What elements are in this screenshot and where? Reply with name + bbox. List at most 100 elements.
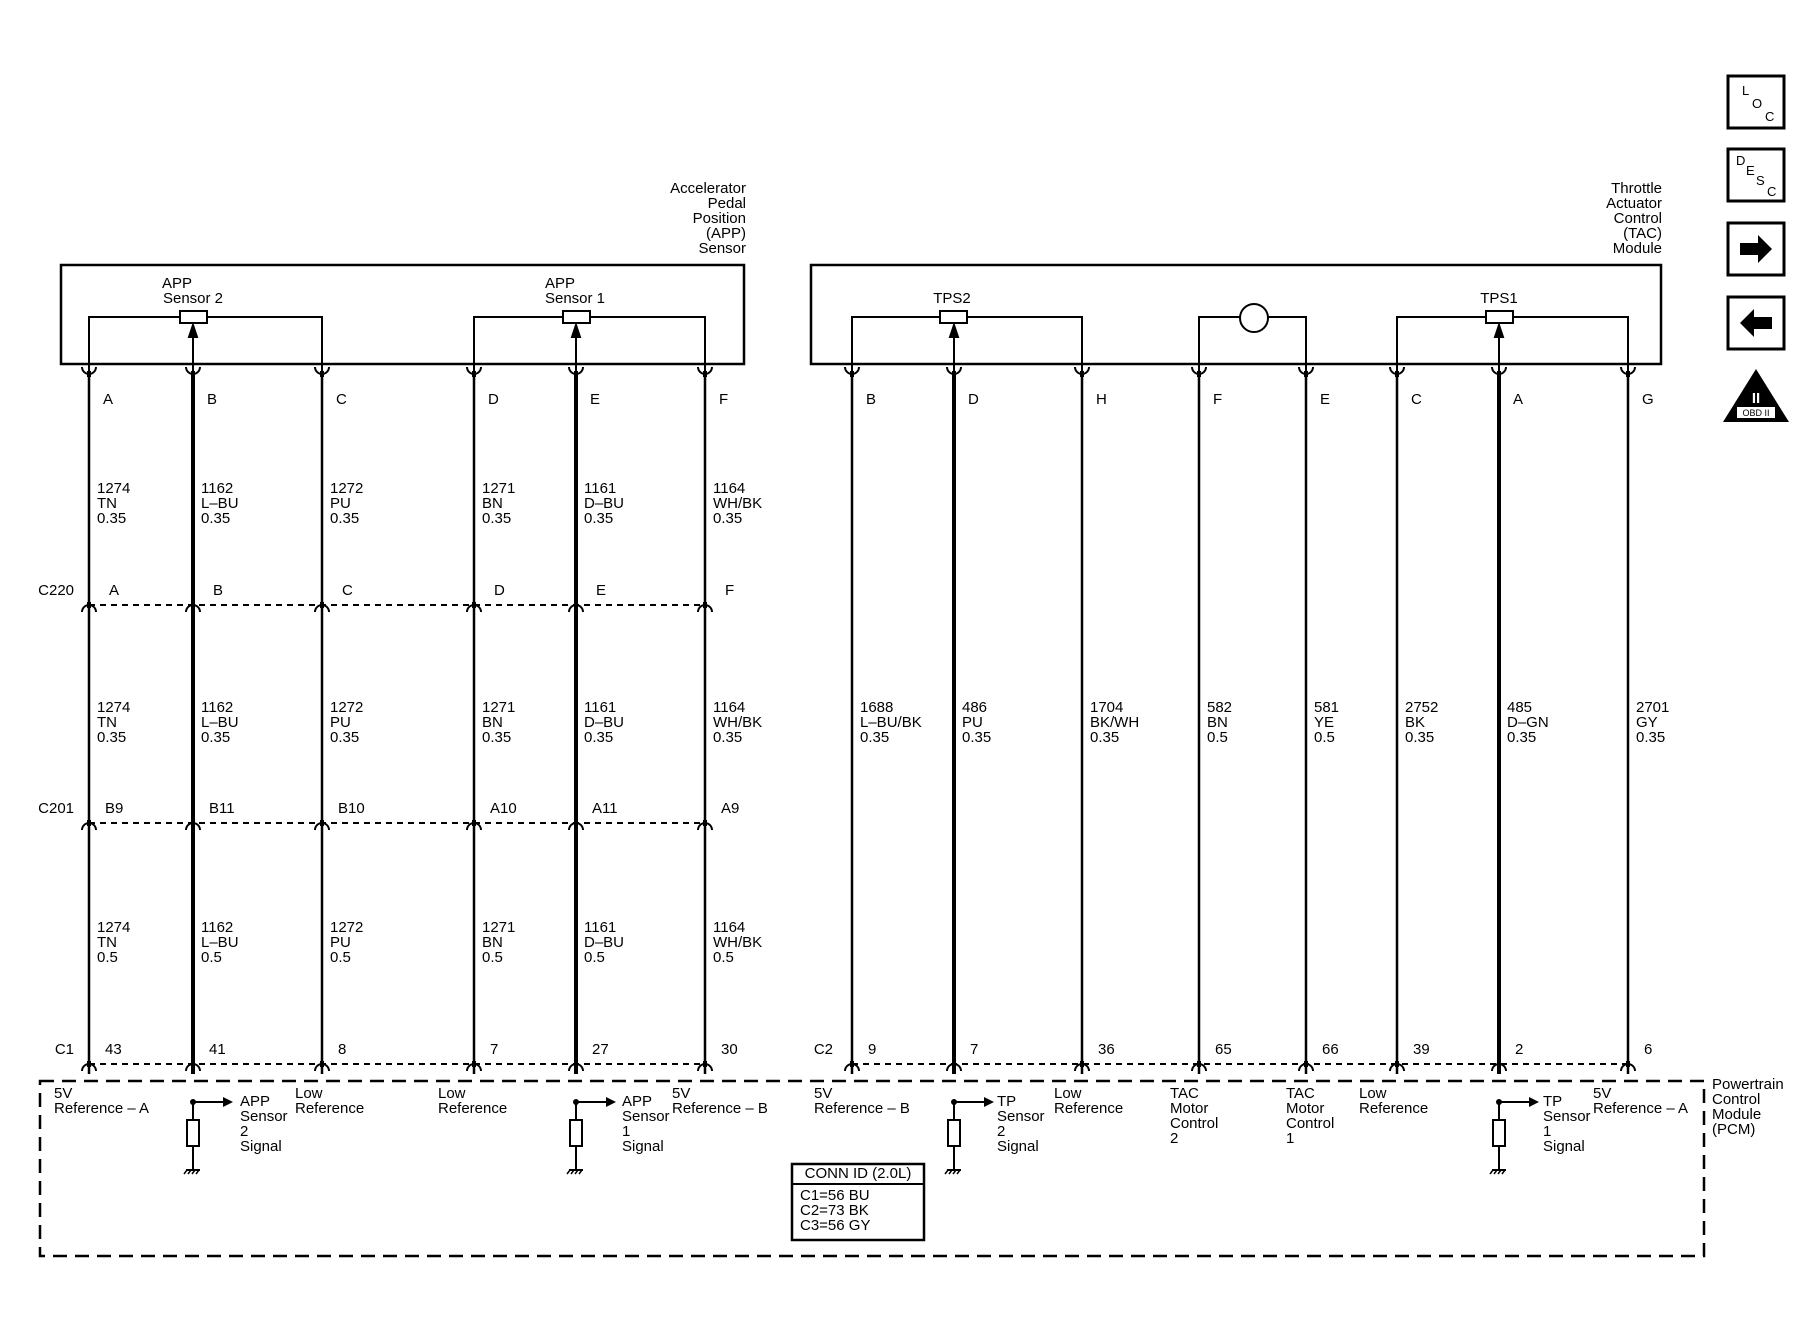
pcm-signal-label: Signal <box>1543 1138 1585 1155</box>
wire3-circuit-number: 1271 <box>482 919 515 936</box>
c1-pin-label: 41 <box>209 1041 226 1058</box>
app-sensor-title-line: Pedal <box>708 195 746 212</box>
ground-icon <box>1501 1169 1506 1175</box>
c201-pin-label: A11 <box>592 800 618 817</box>
wire-gauge: 0.35 <box>962 729 991 746</box>
signal-arrow-icon <box>606 1097 616 1107</box>
desc-button-letter: C <box>1767 184 1776 199</box>
wire2-color: WH/BK <box>713 714 762 731</box>
wire2-circuit-number: 1271 <box>482 699 515 716</box>
pcm-circuit-label: TAC <box>1286 1085 1315 1102</box>
wire-color: GY <box>1636 714 1658 731</box>
component-pin-label: B <box>207 391 217 408</box>
pullup-resistor <box>569 1119 583 1147</box>
c220-pin-label: E <box>596 582 606 599</box>
pcm-circuit-label: Reference – B <box>672 1100 768 1117</box>
ground-icon <box>566 1169 571 1175</box>
wire1-gauge: 0.35 <box>330 510 359 527</box>
wire2-circuit-number: 1164 <box>713 699 745 716</box>
wire2-gauge: 0.35 <box>330 729 359 746</box>
loc-button[interactable]: L O C <box>1726 74 1786 130</box>
component-pin-label: D <box>488 391 499 408</box>
prev-button[interactable] <box>1726 295 1786 351</box>
pcm-box <box>38 1079 1706 1258</box>
right-arrow-icon <box>1740 235 1772 263</box>
wire-circuit-number: 1688 <box>860 699 893 716</box>
app-sensor-title-line: Sensor <box>698 240 746 257</box>
wire2-color: D–BU <box>584 714 624 731</box>
pcm-signal-label: Sensor <box>1543 1108 1591 1125</box>
pcm-circuit-label: TAC <box>1170 1085 1199 1102</box>
conn-id-frame <box>790 1162 926 1242</box>
signal-arrow-icon <box>1529 1097 1539 1107</box>
wire3-circuit-number: 1162 <box>201 919 233 936</box>
pcm-signal-label: Signal <box>997 1138 1039 1155</box>
pcm-title-line: Powertrain <box>1712 1076 1784 1093</box>
pcm-signal-label: Sensor <box>997 1108 1045 1125</box>
pcm-signal-label: APP <box>622 1093 652 1110</box>
c1-pin-label: 7 <box>490 1041 498 1058</box>
app-sensor-title-line: (APP) <box>706 225 746 242</box>
pcm-circuit-label: Reference <box>438 1100 507 1117</box>
wire2-gauge: 0.35 <box>97 729 126 746</box>
c2-pin-label: 39 <box>1413 1041 1430 1058</box>
conn-id-line: C1=56 BU <box>800 1187 870 1204</box>
pcm-circuit-label: Motor <box>1286 1100 1324 1117</box>
conn-id-line: C3=56 GY <box>800 1217 870 1234</box>
c1-pin-label: 43 <box>105 1041 122 1058</box>
pcm-circuit-label: Low <box>1054 1085 1082 1102</box>
wire3-color: D–BU <box>584 934 624 951</box>
pcm-signal-label: APP <box>240 1093 270 1110</box>
desc-button[interactable]: D E S C <box>1726 147 1786 203</box>
tps2-label: TPS2 <box>933 290 971 307</box>
signal-arrow-icon <box>984 1097 994 1107</box>
connector-c220-label: C220 <box>38 582 74 599</box>
pcm-circuit-label: 5V <box>672 1085 690 1102</box>
conn-id-line: C2=73 BK <box>800 1202 869 1219</box>
wire-gauge: 0.35 <box>1636 729 1665 746</box>
wire3-color: TN <box>97 934 117 951</box>
next-button[interactable] <box>1726 221 1786 277</box>
wire3-circuit-number: 1272 <box>330 919 363 936</box>
wire3-color: WH/BK <box>713 934 762 951</box>
motor-loop <box>1268 316 1307 378</box>
wire-gauge: 0.35 <box>1090 729 1119 746</box>
wire1-circuit-number: 1164 <box>713 480 745 497</box>
connector-c1-label: C1 <box>55 1041 74 1058</box>
component-pin-label: F <box>719 391 728 408</box>
tac-module-title-line: Actuator <box>1606 195 1662 212</box>
ground-icon <box>578 1169 583 1175</box>
app-sensor-1-label: Sensor 1 <box>545 290 605 307</box>
wire1-color: TN <box>97 495 117 512</box>
wire1-circuit-number: 1274 <box>97 480 130 497</box>
c2-pin-label: 9 <box>868 1041 876 1058</box>
component-pin-label: G <box>1642 391 1654 408</box>
wire-circuit-number: 1704 <box>1090 699 1123 716</box>
pcm-circuit-label: 5V <box>54 1085 72 1102</box>
component-pin-label: C <box>336 391 347 408</box>
c220-pin-label: B <box>213 582 223 599</box>
wire-circuit-number: 486 <box>962 699 987 716</box>
pcm-title-line: Control <box>1712 1091 1760 1108</box>
pcm-signal-label: TP <box>997 1093 1016 1110</box>
wire2-gauge: 0.35 <box>584 729 613 746</box>
wire1-color: L–BU <box>201 495 239 512</box>
app-sensor-2-label: APP <box>162 275 192 292</box>
wire2-gauge: 0.35 <box>482 729 511 746</box>
signal-arrow-icon <box>223 1097 233 1107</box>
pcm-circuit-label: Reference – B <box>814 1100 910 1117</box>
ground-icon <box>1497 1169 1502 1175</box>
obd-ii-button[interactable]: II OBD II <box>1723 369 1789 422</box>
c220-pin-label: C <box>342 582 353 599</box>
component-pin-label: A <box>103 391 113 408</box>
component-pin-label: E <box>590 391 600 408</box>
wire2-circuit-number: 1272 <box>330 699 363 716</box>
obd-ii-numeral: II <box>1752 390 1760 407</box>
wire3-gauge: 0.5 <box>97 949 118 966</box>
loc-button-letter: L <box>1742 83 1749 98</box>
tac-module-title-line: Throttle <box>1611 180 1662 197</box>
wire-circuit-number: 2701 <box>1636 699 1669 716</box>
wire2-gauge: 0.35 <box>713 729 742 746</box>
c1-pin-label: 8 <box>338 1041 346 1058</box>
app-sensor-title-line: Position <box>693 210 746 227</box>
